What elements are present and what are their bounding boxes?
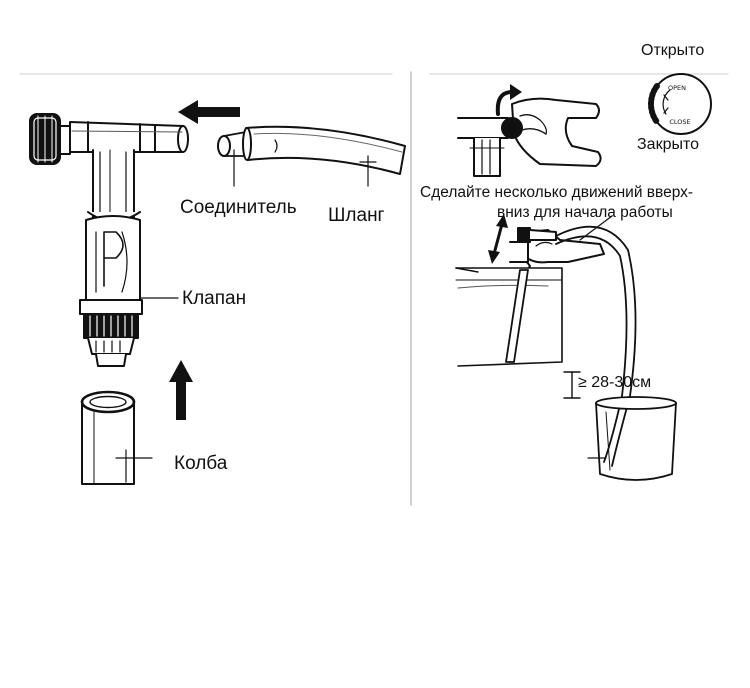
- up-down-arrow-icon: [488, 214, 508, 264]
- rotate-arrow-icon: [495, 84, 522, 116]
- t-connector-pipe: [69, 121, 189, 153]
- label-flask: Колба: [174, 453, 228, 474]
- instruction-line-2: вниз для начала работы: [497, 204, 673, 221]
- siphon-tube-in-tank: [505, 269, 529, 363]
- vertical-stem: [87, 149, 141, 222]
- small-t-pipe: [457, 117, 509, 177]
- height-marker: [563, 371, 581, 399]
- label-closed: Закрыто: [637, 136, 700, 153]
- dial-close-text: CLOSE: [669, 118, 690, 126]
- label-hose: Шланг: [328, 205, 385, 226]
- knob-icon: [29, 113, 71, 165]
- label-open: Открыто: [641, 42, 705, 59]
- valve-base: [79, 299, 143, 367]
- bucket: [587, 396, 677, 481]
- arrow-up-icon: [169, 360, 193, 420]
- knob-dial-icon: [648, 73, 712, 135]
- valve-body: [85, 215, 141, 306]
- aquarium-tank: [455, 267, 563, 367]
- hose: [242, 125, 406, 187]
- label-connector: Соединитель: [180, 197, 297, 218]
- label-valve: Клапан: [182, 288, 247, 309]
- flask-tube: [80, 390, 153, 485]
- hand-turning-knob: [501, 97, 602, 167]
- label-height: ≥ 28-30см: [578, 374, 652, 391]
- siphon-hose: [555, 215, 637, 467]
- arrow-left-icon: [178, 100, 240, 124]
- short-connector: [217, 131, 247, 187]
- dial-open-text: OPEN: [668, 84, 686, 92]
- instruction-line-1: Сделайте несколько движений вверх-: [420, 184, 694, 201]
